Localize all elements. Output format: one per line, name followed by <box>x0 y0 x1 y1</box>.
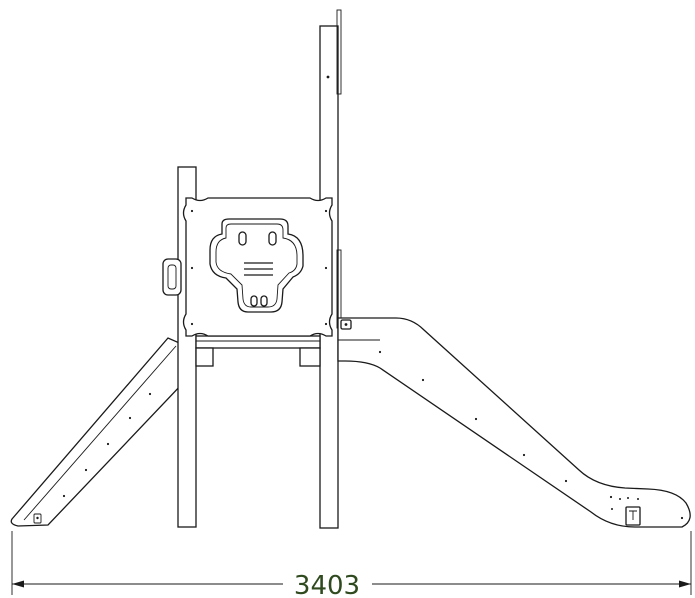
dimension-value: 3403 <box>294 571 360 598</box>
slide <box>337 317 691 528</box>
arrow-left-icon <box>12 580 24 588</box>
elephant-panel <box>162 197 333 337</box>
ladder <box>10 337 185 527</box>
arrow-right-icon <box>679 580 691 588</box>
dimension-overall-width: 3403 <box>11 531 692 598</box>
elephant-icon <box>209 218 304 313</box>
platform-deck <box>195 335 321 367</box>
side-handle <box>162 258 182 296</box>
